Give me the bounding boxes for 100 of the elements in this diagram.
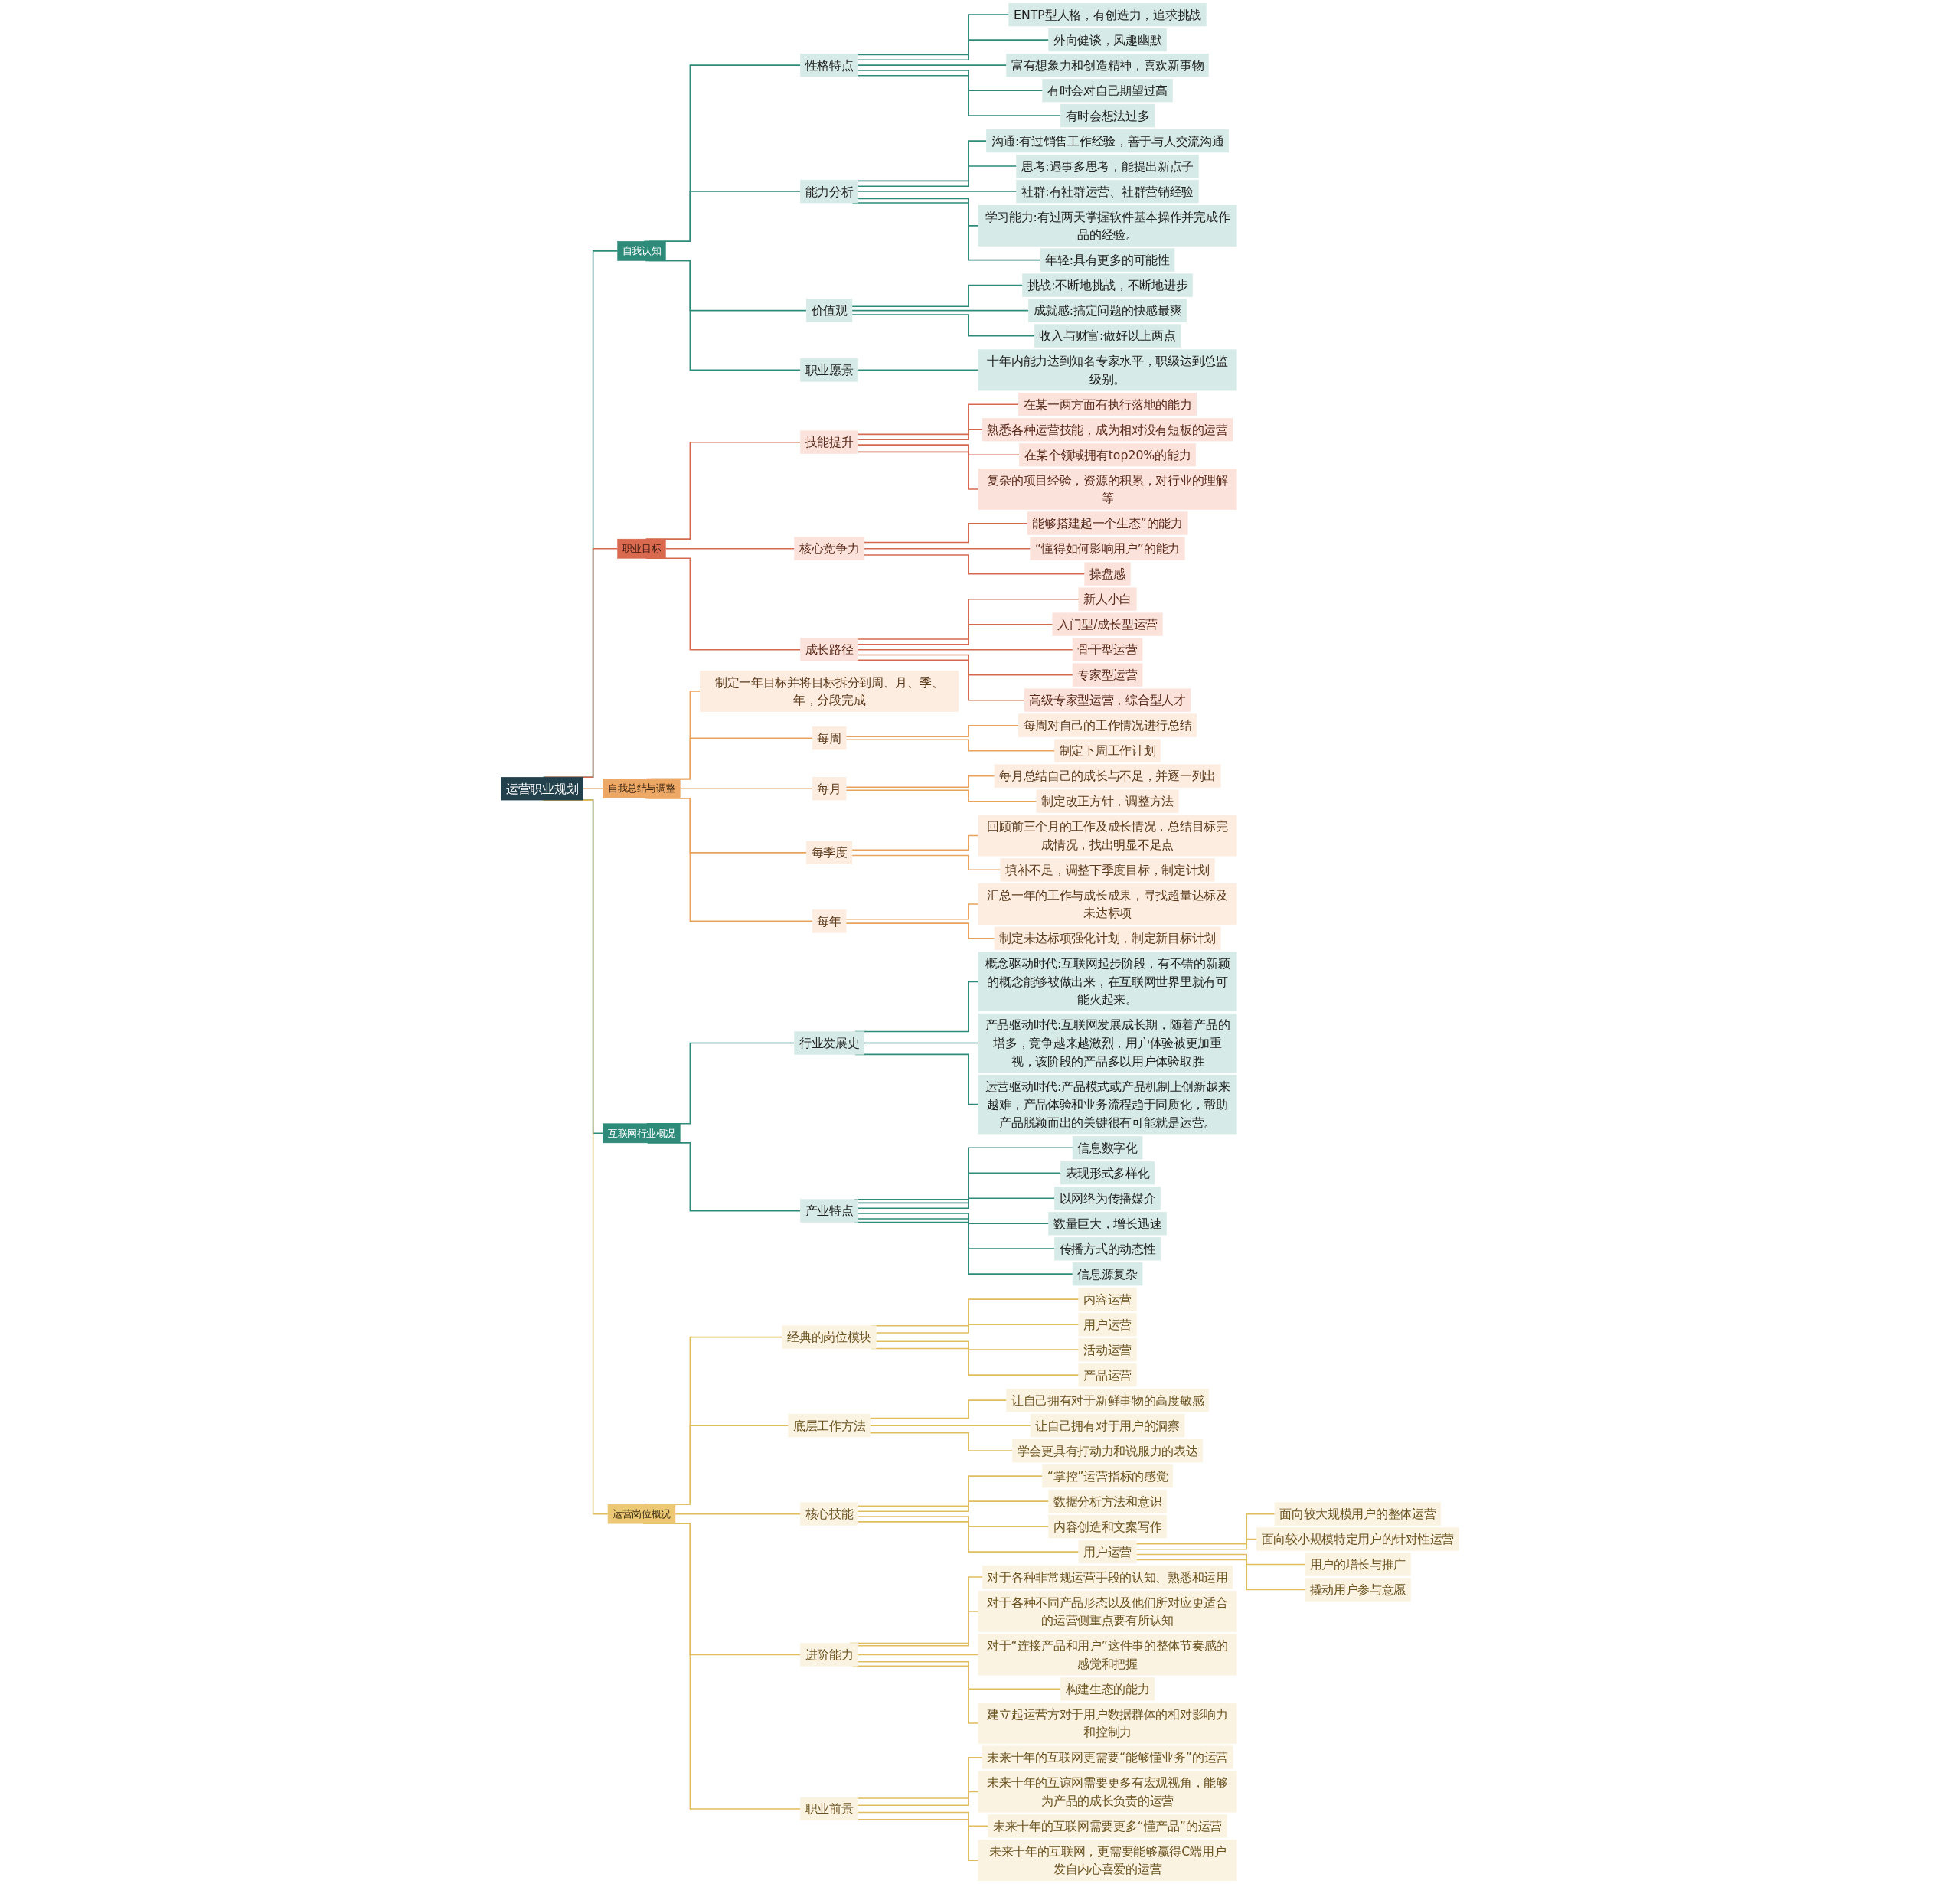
node-box: 底层工作方法 — [788, 1413, 871, 1438]
connector — [1135, 1553, 1305, 1566]
node-box: 产品驱动时代:互联网发展成长期，随着产品的增多，竞争越来越激烈，用户体验被更加重视，该阶段的产品多以用户体验取胜 — [978, 1013, 1237, 1073]
connector — [863, 547, 1031, 550]
node-box: 社群:有社群运营、社群营销经验 — [1016, 179, 1199, 204]
node-box: 每月 — [812, 777, 847, 801]
connector — [858, 598, 1080, 640]
node-box: 运营职业规划 — [501, 777, 583, 801]
connector — [858, 39, 1050, 61]
connector — [858, 444, 1021, 455]
connector — [665, 547, 795, 550]
node-box: 用户运营 — [1078, 1312, 1137, 1337]
node-box: 沟通:有过销售工作经验，善于与人交流沟通 — [986, 129, 1229, 153]
node-box: “懂得如何影响用户”的能力 — [1030, 537, 1185, 560]
node-box: 汇总一年的工作与成长成果，寻找超量达标及未达标项 — [978, 883, 1237, 925]
node-box: 核心竞争力 — [794, 537, 864, 560]
node-box: 学习能力:有过两天掌握软件基本操作并完成作品的经验。 — [978, 204, 1237, 247]
node-box: 建立起运营方对于用户数据群体的相对影响力和控制力 — [978, 1703, 1237, 1744]
node-box: 职业愿景 — [800, 358, 859, 382]
node-box: 复杂的项目经验，资源的积累，对行业的理解等 — [978, 469, 1237, 510]
node-box: 性格特点 — [800, 53, 859, 77]
node-box: 有时会想法过多 — [1060, 103, 1155, 128]
node-box: 能够搭建起一个生态”的能力 — [1027, 511, 1188, 535]
node-box: 专家型运营 — [1072, 663, 1143, 687]
node-box: 产品运营 — [1078, 1363, 1137, 1387]
connector — [858, 1516, 1050, 1527]
node-box: 信息数字化 — [1072, 1136, 1143, 1160]
connector — [858, 14, 1010, 56]
node-box: 以网络为传播媒介 — [1054, 1187, 1161, 1210]
connector — [875, 1340, 1080, 1350]
node-box: 面向较小规模特定用户的针对性运营 — [1256, 1527, 1459, 1551]
node-box: 用户运营 — [1078, 1540, 1137, 1564]
connector — [858, 1791, 979, 1807]
node-box: 构建生态的能力 — [1060, 1677, 1155, 1701]
node-box: 能力分析 — [800, 179, 859, 204]
node-box: 让自己拥有对于用户的洞察 — [1030, 1413, 1185, 1438]
connector — [858, 1811, 989, 1827]
node-box: 价值观 — [805, 299, 853, 322]
node-box: 对于各种非常规运营手段的认知、熟悉和运用 — [982, 1565, 1233, 1589]
connector — [858, 1660, 1062, 1690]
connector — [869, 1432, 1014, 1451]
node-box: 内容运营 — [1078, 1287, 1137, 1311]
connector — [858, 191, 1018, 192]
node-box: 每年 — [812, 909, 847, 933]
connector — [869, 1399, 1008, 1419]
connector — [675, 1513, 802, 1515]
connector — [858, 623, 1054, 645]
node-box: 自我认知 — [617, 241, 666, 261]
node-box: 新人小白 — [1078, 587, 1137, 611]
node-box: 填补不足，调整下季度目标，制定计划 — [1000, 858, 1215, 882]
node-box: 学会更具有打动力和说服力的表达 — [1012, 1438, 1203, 1463]
connector — [1135, 1559, 1305, 1591]
connector — [845, 775, 995, 788]
node-box: 入门型/成长型运营 — [1052, 612, 1163, 636]
node-box: 成就感:搞定问题的快感最爽 — [1028, 299, 1187, 322]
connector — [858, 198, 979, 227]
node-box: 数据分析方法和意识 — [1048, 1489, 1167, 1513]
connector — [582, 788, 604, 789]
connector — [845, 922, 995, 939]
connector — [863, 522, 1028, 544]
node-box: 操盘感 — [1084, 562, 1131, 586]
connector — [858, 659, 1025, 701]
node-box: 对于“连接产品和用户”这件事的整体节奏感的感觉和把握 — [978, 1634, 1237, 1676]
node-box: 运营驱动时代:产品模式或产品机制上创新越来越难，产品体验和业务流程趋于同质化，帮助产品脱颖而出的关键很有可能就是运营。 — [978, 1074, 1237, 1135]
connector — [845, 739, 1056, 752]
connector — [679, 788, 813, 789]
connector — [858, 1213, 1050, 1224]
connector — [858, 451, 979, 490]
node-box: ENTP型人格，有创造力，追求挑战 — [1008, 2, 1207, 27]
node-box: 信息源复杂 — [1072, 1262, 1143, 1286]
node-box: 内容创造和文案写作 — [1048, 1514, 1167, 1539]
node-box: 未来十年的互联网需要更多“懂产品”的运营 — [988, 1814, 1227, 1838]
node-box: 十年内能力达到知名专家水平，职级达到总监级别。 — [978, 349, 1237, 391]
connector — [1135, 1513, 1276, 1545]
node-box: 数量巨大，增长迅速 — [1048, 1211, 1167, 1236]
node-box: 经典的岗位模块 — [782, 1325, 877, 1349]
node-box: 未来十年的互联网更需要“能够懂业务”的运营 — [982, 1745, 1233, 1769]
connector — [858, 165, 1018, 187]
connector — [858, 1475, 1044, 1507]
node-box: “掌控”运营指标的感觉 — [1042, 1464, 1173, 1488]
connector — [845, 903, 979, 920]
connector — [851, 309, 1030, 312]
connector — [858, 1500, 1050, 1512]
connector — [851, 314, 1035, 337]
node-box: 对于各种不同产品形态以及他们所对应更适合的运营侧重点要有所认知 — [978, 1590, 1237, 1632]
connector — [869, 1425, 1031, 1426]
connector — [875, 1324, 1080, 1334]
node-box: 每季度 — [805, 841, 853, 865]
connector — [858, 1197, 1056, 1210]
connector — [845, 724, 1020, 737]
node-box: 用户的增长与推广 — [1304, 1553, 1411, 1576]
node-box: 收入与财富:做好以上两点 — [1034, 324, 1181, 348]
node-box: 自我总结与调整 — [603, 779, 681, 798]
node-box: 职业目标 — [617, 538, 666, 559]
node-box: 制定下周工作计划 — [1054, 739, 1161, 762]
connector — [1135, 1538, 1258, 1550]
connector — [858, 429, 983, 441]
node-box: 让自己拥有对于新鲜事物的高度敏感 — [1006, 1388, 1209, 1412]
node-box: 制定未达标项强化计划，制定新目标计划 — [994, 926, 1221, 950]
node-box: 思考:遇事多思考，能提出新点子 — [1016, 154, 1199, 178]
